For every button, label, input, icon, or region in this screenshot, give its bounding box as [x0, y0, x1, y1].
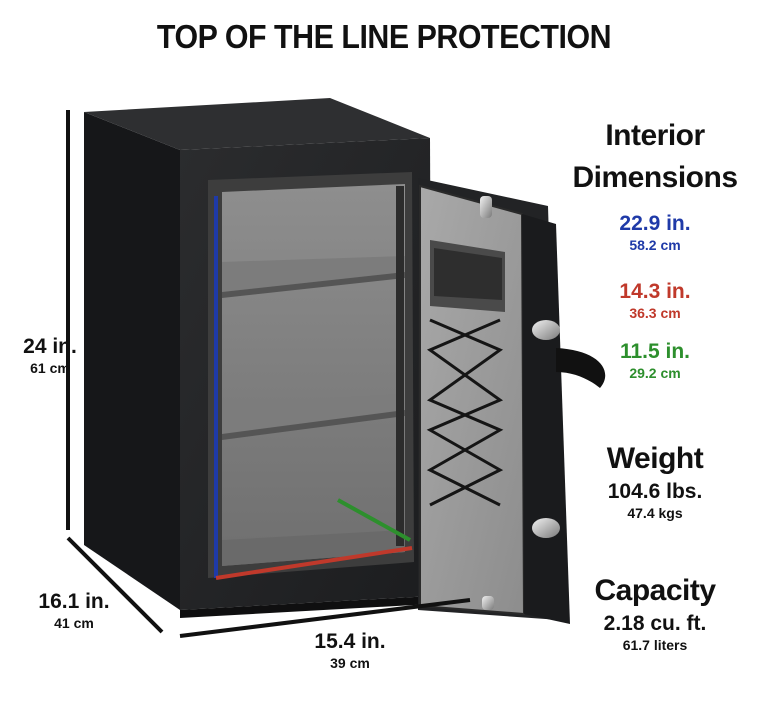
page-title: TOP OF THE LINE PROTECTION	[156, 18, 612, 55]
width-imperial: 15.4 in.	[314, 630, 386, 653]
interior-heading: Interior Dimensions	[570, 115, 740, 199]
interior-width: 14.3 in. 36.3 cm	[600, 280, 710, 322]
width-label: 15.4 in. 39 cm	[300, 630, 400, 672]
capacity-metric: 61.7 liters	[622, 637, 688, 653]
interior-height: 22.9 in. 58.2 cm	[600, 212, 710, 254]
capacity-block: Capacity 2.18 cu. ft. 61.7 liters	[580, 570, 730, 654]
capacity-heading: Capacity	[594, 574, 716, 607]
depth-imperial: 16.1 in.	[38, 590, 110, 613]
interior-depth: 11.5 in. 29.2 cm	[600, 340, 710, 382]
height-imperial: 24 in.	[23, 335, 77, 358]
interior-depth-metric: 29.2 cm	[629, 365, 681, 381]
interior-height-imperial: 22.9 in.	[619, 212, 691, 235]
interior-heading-line2: Dimensions	[572, 161, 738, 194]
interior-width-metric: 36.3 cm	[629, 305, 681, 321]
interior-depth-imperial: 11.5 in.	[619, 340, 691, 363]
interior-heading-line1: Interior	[605, 119, 705, 152]
weight-heading: Weight	[606, 442, 704, 475]
weight-block: Weight 104.6 lbs. 47.4 kgs	[585, 438, 725, 522]
exterior-measure-lines	[66, 110, 471, 638]
height-metric: 61 cm	[30, 360, 70, 376]
height-label: 24 in. 61 cm	[10, 335, 90, 377]
safe-body	[84, 98, 432, 618]
interior-height-metric: 58.2 cm	[629, 237, 681, 253]
depth-metric: 41 cm	[54, 615, 94, 631]
interior-measure-lines	[214, 196, 413, 580]
capacity-imperial: 2.18 cu. ft.	[603, 612, 707, 635]
interior-width-imperial: 14.3 in.	[619, 280, 691, 303]
safe-door	[418, 178, 606, 624]
width-metric: 39 cm	[330, 655, 370, 671]
weight-metric: 47.4 kgs	[627, 505, 683, 521]
weight-imperial: 104.6 lbs.	[607, 480, 703, 503]
depth-label: 16.1 in. 41 cm	[24, 590, 124, 632]
